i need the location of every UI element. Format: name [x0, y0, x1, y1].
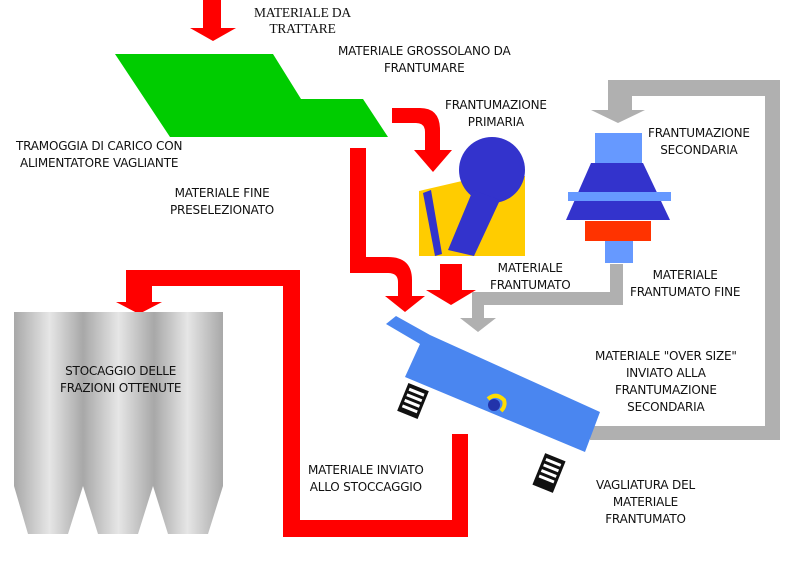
storage-flow-arrow — [116, 270, 468, 537]
spring-right — [532, 453, 566, 493]
label-screening: VAGLIATURA DEL MATERIALE FRANTUMATO — [596, 478, 695, 526]
oversize-return-arrow — [590, 80, 780, 440]
label-coarse-material: MATERIALE GROSSOLANO DA FRANTUMARE — [338, 44, 511, 75]
label-input-material: MATERIALE DA TRATTARE — [254, 5, 351, 36]
vibration-motor-icon — [486, 393, 507, 413]
label-hopper: TRAMOGGIA DI CARICO CON ALIMENTATORE VAG… — [16, 139, 183, 170]
label-sent-to-storage: MATERIALE INVIATO ALLO STOCCAGGIO — [308, 463, 424, 494]
spring-left — [397, 382, 429, 420]
label-crushed-material: MATERIALE FRANTUMATO — [490, 261, 571, 292]
label-oversize-material: MATERIALE "OVER SIZE" INVIATO ALLA FRANT… — [595, 349, 737, 414]
secondary-crusher — [566, 133, 671, 263]
fine-crushed-material-arrow — [460, 264, 623, 332]
fine-material-arrow — [350, 148, 425, 312]
label-fine-preselected: MATERIALE FINE PRESELEZIONATO — [170, 186, 275, 217]
crushed-material-arrow — [426, 264, 476, 305]
label-fine-crushed-material: MATERIALE FRANTUMATO FINE — [630, 268, 741, 299]
primary-crusher — [419, 137, 525, 256]
label-secondary-crushing: FRANTUMAZIONE SECONDARIA — [648, 126, 750, 157]
label-storage: STOCAGGIO DELLE FRAZIONI OTTENUTE — [60, 364, 182, 395]
loading-hopper — [115, 54, 388, 137]
coarse-material-arrow — [392, 108, 452, 172]
storage-silos — [14, 312, 223, 534]
label-primary-crushing: FRANTUMAZIONE PRIMARIA — [445, 98, 547, 129]
vibrating-screen — [386, 316, 600, 493]
input-arrow — [190, 0, 236, 41]
